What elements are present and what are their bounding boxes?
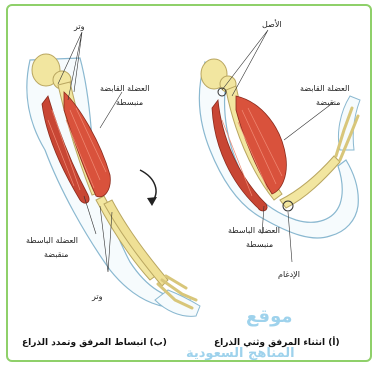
left-flexor-state-label: منبسطة (116, 98, 143, 108)
right-extensor-state-label: منبسطة (246, 240, 273, 250)
left-extensor-name-label: العضلة الباسطة (26, 236, 78, 246)
left-flexor-name-label: العضلة القابضة (100, 84, 150, 94)
left-extended-arm (27, 32, 200, 316)
right-extensor-name-label: العضلة الباسطة (228, 226, 280, 236)
left-caption: (ب) انبساط المرفق وتمدد الذراع (22, 338, 167, 348)
left-motion-arrowhead (147, 197, 157, 206)
left-tendon-bottom-label: وتر (92, 292, 103, 302)
watermark-line2: المناهج السعودية (186, 346, 295, 361)
right-flexor-name-label: العضلة القابضة (300, 84, 350, 94)
watermark-line1: موقع (246, 306, 293, 327)
right-insertion-label: الإدغام (278, 270, 300, 280)
left-extensor-state-label: منقبضة (44, 250, 68, 260)
right-origin-label: الأصل (262, 20, 282, 30)
right-forearm-bones (280, 156, 340, 208)
left-motion-arrow (140, 170, 156, 202)
right-flexor-state-label: منقبضة (316, 98, 340, 108)
left-tendon-top-label: وتر (74, 22, 85, 32)
